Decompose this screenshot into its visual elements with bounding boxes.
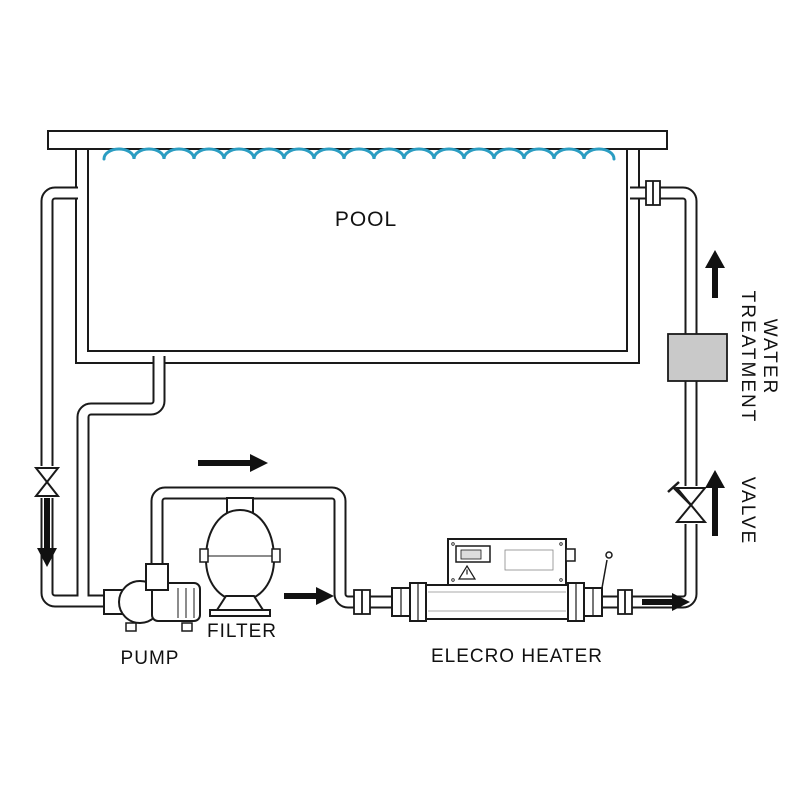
suction-pipe-inner	[42, 188, 114, 606]
check-valve-lower	[33, 480, 61, 497]
union-top-right	[645, 180, 661, 206]
filter-label: FILTER	[207, 621, 277, 642]
pipe-unions	[353, 180, 661, 615]
valve-lower	[674, 503, 708, 523]
elecro-heater	[391, 538, 613, 622]
arrow-right-icon	[284, 587, 334, 605]
control-display-screen	[460, 549, 482, 560]
screw	[559, 542, 563, 546]
warning-triangle-icon	[457, 564, 477, 580]
cable-gland	[565, 548, 576, 562]
drain-pipe-inner	[78, 356, 164, 601]
arrow-right-icon	[198, 454, 268, 472]
valve-handle	[672, 486, 692, 506]
control-label-strip	[504, 549, 554, 571]
pool-label: POOL	[335, 208, 397, 231]
arrow-up-icon	[705, 250, 725, 298]
bleed-valve-stem	[601, 559, 608, 589]
check-valve-upper	[33, 467, 61, 484]
water-wave	[102, 147, 616, 161]
heater-tube	[409, 584, 585, 620]
pump-foot-right	[181, 622, 193, 632]
pump-foot-left	[125, 622, 137, 632]
water-treatment-label-line2: TREATMENT	[737, 291, 758, 424]
pump-to-heater-pipe-inner	[152, 488, 396, 607]
valve-handle-cap	[667, 481, 680, 493]
pool-rim	[47, 130, 668, 150]
pump	[103, 563, 201, 632]
pool	[47, 130, 668, 364]
water-treatment-label-line1: WATER	[759, 319, 780, 396]
filter-base-plate	[209, 609, 271, 617]
union-before-heater	[353, 589, 371, 615]
arrow-right-icon	[642, 593, 690, 611]
valve-label: VALVE	[737, 477, 758, 545]
union-after-heater	[617, 589, 633, 615]
water-treatment-unit	[667, 333, 728, 382]
flow-arrows	[37, 250, 725, 611]
heater-control-box	[447, 538, 576, 586]
valve-icon	[667, 481, 708, 524]
bleed-valve-loop	[605, 551, 613, 559]
screw	[451, 542, 455, 546]
arrow-up-icon	[705, 470, 725, 536]
filter-side-tab-left	[199, 548, 209, 563]
screw	[559, 578, 563, 582]
arrow-down-icon	[37, 498, 57, 567]
heater-label: ELECRO HEATER	[431, 646, 603, 667]
screw	[451, 578, 455, 582]
filter-stand	[215, 595, 265, 611]
pump-outlet-port	[145, 563, 169, 591]
pump-motor	[151, 582, 201, 622]
check-valve-icon	[33, 466, 61, 498]
pool-inner-wall	[87, 148, 628, 352]
pump-label: PUMP	[121, 648, 180, 669]
filter-side-tab-right	[271, 548, 281, 563]
filter	[199, 497, 281, 617]
